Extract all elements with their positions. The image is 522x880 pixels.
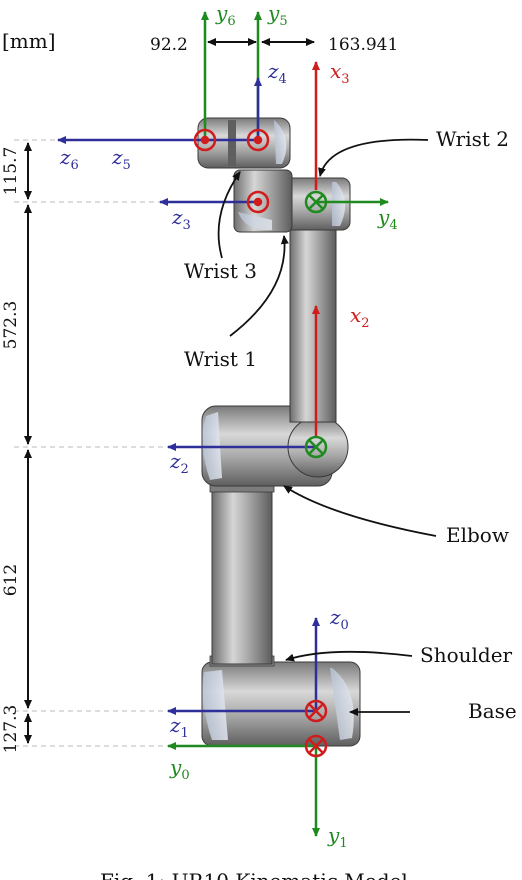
label-y1: y1 [327, 823, 348, 851]
dim-top-right: 163.941 [328, 35, 398, 55]
callout-elbow: Elbow [446, 523, 509, 547]
label-z0: z0 [329, 605, 349, 633]
joint-markers-dot [193, 128, 270, 214]
leader-elbow [283, 485, 437, 537]
dim-top-left: 92.2 [150, 35, 188, 55]
joint-markers-cross [304, 190, 328, 758]
wrist3-link [197, 117, 291, 169]
callout-shoulder: Shoulder [420, 643, 513, 667]
label-z1: z1 [169, 713, 189, 741]
joint5-dot-icon [246, 128, 270, 152]
base-link [201, 655, 361, 747]
label-y4: y4 [377, 205, 398, 233]
joint3-dot-icon [246, 190, 270, 214]
callout-wrist1: Wrist 1 [184, 347, 257, 371]
z-axes [57, 77, 320, 715]
callout-leaders [217, 138, 437, 716]
dim-base: 127.3 [1, 705, 21, 754]
joint4-cross-icon [304, 190, 328, 214]
leader-wrist2 [318, 138, 429, 177]
label-z6: z6 [59, 145, 79, 173]
label-x3: x3 [330, 59, 350, 87]
callout-wrist2: Wrist 2 [436, 127, 509, 151]
label-z4: z4 [267, 59, 287, 87]
joint1-cross-icon [304, 699, 328, 723]
label-y0: y0 [169, 755, 190, 783]
label-y6: y6 [215, 1, 236, 29]
label-z5: z5 [111, 145, 131, 173]
dim-forearm: 572.3 [1, 301, 21, 350]
leader-wrist1 [229, 235, 289, 337]
dim-upperarm: 612 [1, 564, 21, 596]
figure-caption: Fig. 1: UR10 Kinematic Model [100, 869, 408, 880]
leader-shoulder [285, 650, 413, 662]
label-z2: z2 [169, 449, 189, 477]
label-z3: z3 [171, 205, 191, 233]
dim-wrist: 115.7 [1, 147, 21, 196]
leader-wrist3 [217, 171, 241, 259]
label-y5: y5 [267, 1, 288, 29]
joint6-dot-icon [193, 128, 217, 152]
joint2-cross-icon [304, 435, 328, 459]
joint0-cross-icon [304, 734, 328, 758]
forearm-link [289, 221, 337, 423]
unit-label: [mm] [2, 29, 56, 53]
label-x2: x2 [350, 303, 370, 331]
upper-arm-link [209, 479, 275, 665]
callout-base: Base [468, 699, 517, 723]
callout-wrist3: Wrist 3 [184, 259, 257, 283]
